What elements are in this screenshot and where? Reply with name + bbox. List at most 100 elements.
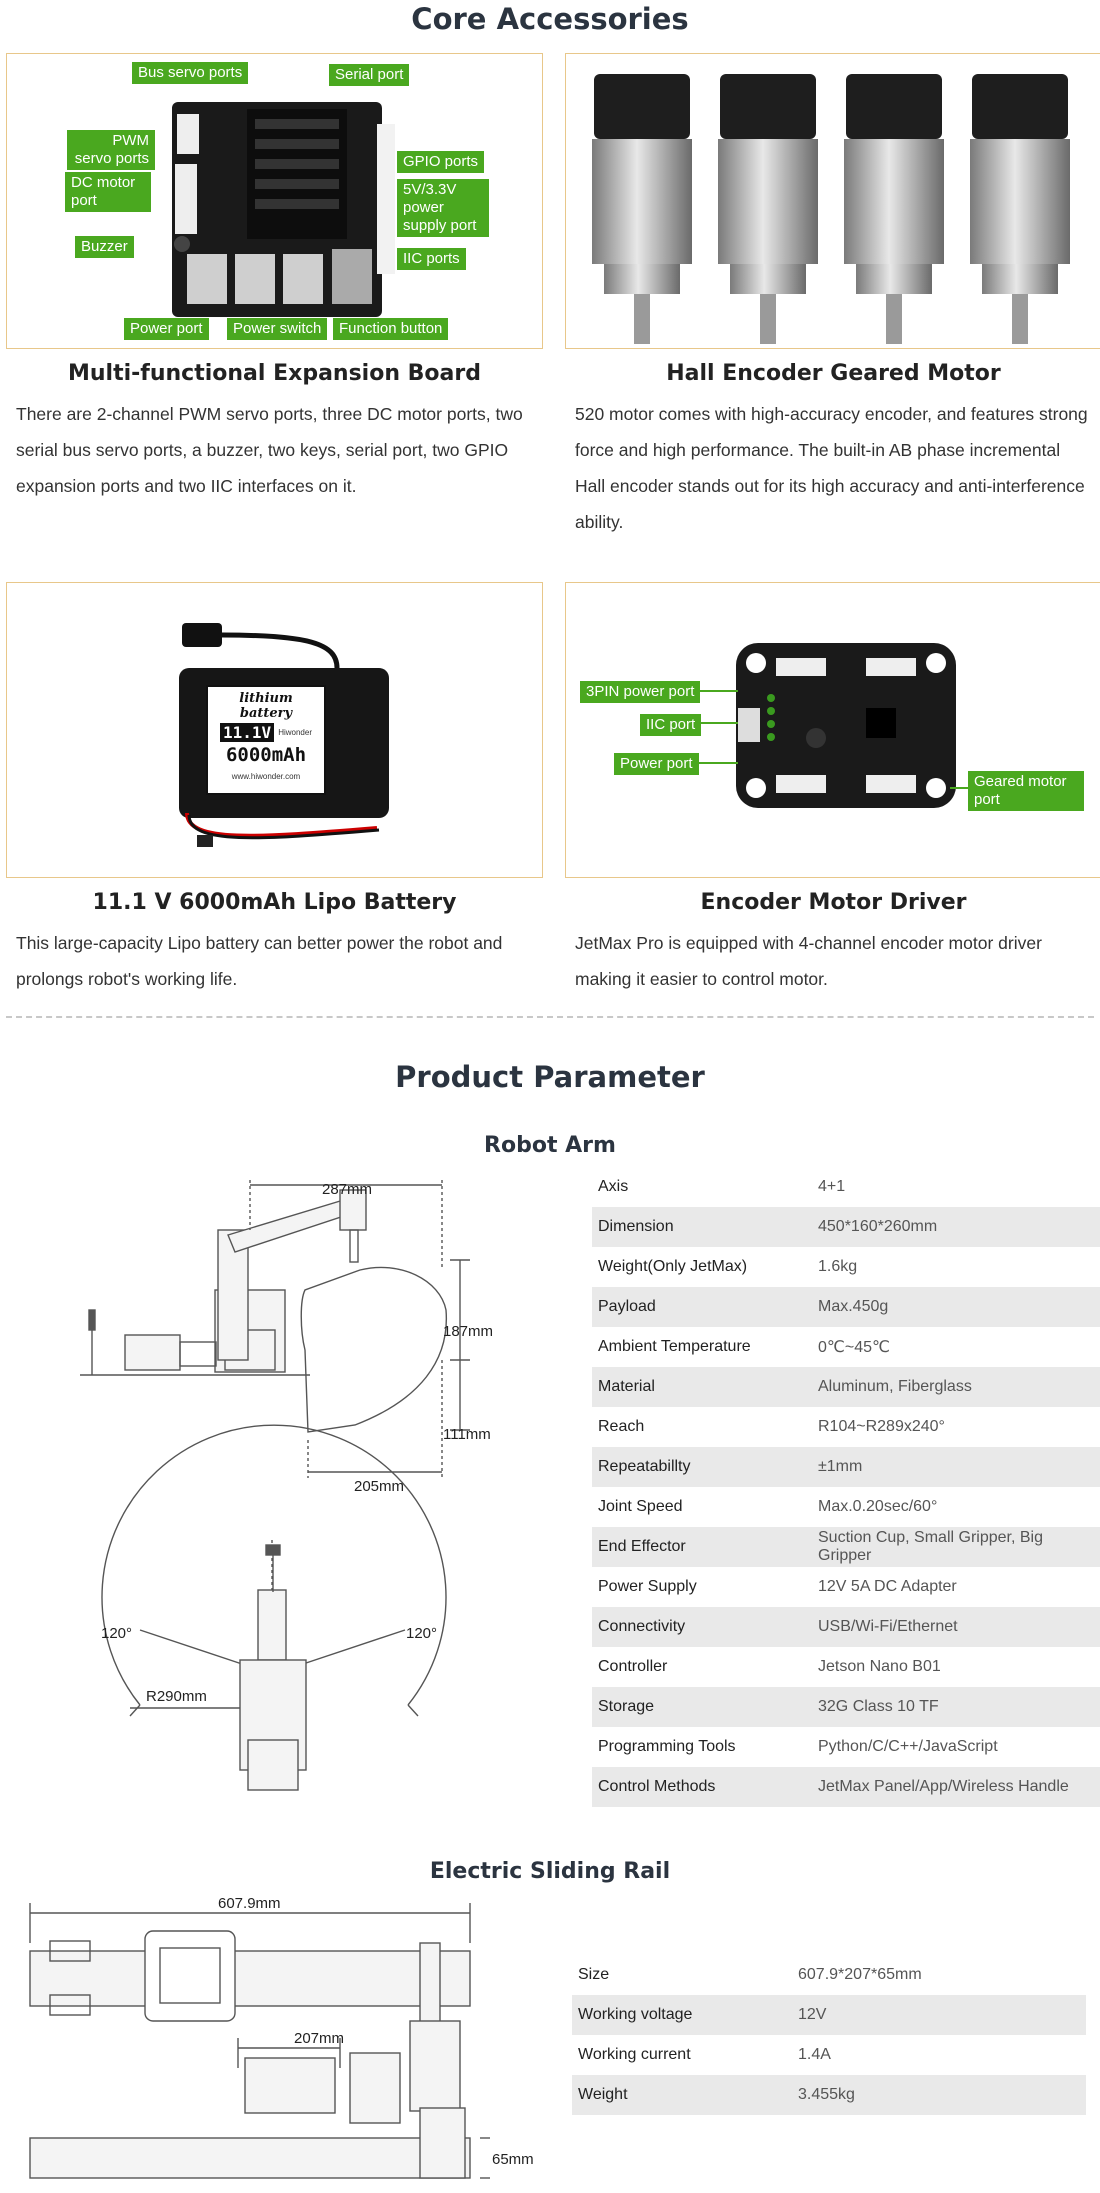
spec-key: Payload: [592, 1287, 812, 1327]
expansion-board-image: Bus servo ports Serial port PWM servo po…: [6, 53, 543, 349]
spec-key: Controller: [598, 1658, 668, 1675]
subtitle-sliding-rail: Electric Sliding Rail: [429, 1859, 671, 1884]
spec-value: Jetson Nano B01: [818, 1658, 941, 1675]
spec-key: End Effector: [592, 1527, 812, 1567]
spec-key: Ambient Temperature: [598, 1338, 751, 1355]
spec-key: Axis: [598, 1178, 629, 1195]
spec-value: 0℃~45℃: [818, 1339, 890, 1356]
card-desc-expansion-board: There are 2-channel PWM servo ports, thr…: [16, 404, 523, 496]
battery-sticker: lithium battery 11.1V Hiwonder 6000mAh w…: [206, 685, 326, 795]
spec-key: Working current: [578, 2046, 691, 2063]
spec-row: Size 607.9*207*65mm: [572, 1955, 1086, 1995]
spec-value: 4+1: [818, 1178, 846, 1195]
section-title-params: Product Parameter: [395, 1060, 705, 1094]
spec-value: Max.450g: [812, 1287, 1100, 1327]
spec-value: 450*160*260mm: [812, 1207, 1100, 1247]
spec-row: Working current 1.4A: [572, 2035, 1086, 2075]
section-divider: [6, 1016, 1094, 1018]
spec-key: Weight: [572, 2075, 792, 2115]
spec-key: Weight(Only JetMax): [598, 1258, 748, 1275]
spec-key: Working voltage: [572, 1995, 792, 2035]
dim-65: 65mm: [492, 2151, 534, 2168]
spec-key: Repeatabillty: [592, 1447, 812, 1487]
battery-image: lithium battery 11.1V Hiwonder 6000mAh w…: [6, 582, 543, 878]
card-title-hall-motor: Hall Encoder Geared Motor: [666, 361, 1001, 386]
label-pwm-servo-ports: PWM servo ports: [67, 130, 155, 170]
motor-driver-board-icon: [686, 643, 968, 808]
spec-value: ±1mm: [812, 1447, 1100, 1487]
card-desc-battery: This large-capacity Lipo battery can bet…: [16, 933, 503, 989]
spec-value: 1.6kg: [818, 1258, 858, 1275]
spec-key: Dimension: [592, 1207, 812, 1247]
radius-label: R290mm: [146, 1688, 207, 1705]
label-iic-ports: IIC ports: [397, 248, 466, 270]
label-buzzer: Buzzer: [75, 236, 134, 258]
spec-key: Storage: [592, 1687, 812, 1727]
hall-motor-image: [565, 53, 1100, 349]
dim-607: 607.9mm: [218, 1895, 281, 1912]
spec-value: JetMax Panel/App/Wireless Handle: [812, 1767, 1100, 1807]
dim-207: 207mm: [294, 2030, 344, 2047]
angle-right: 120°: [406, 1625, 437, 1642]
card-desc-hall-motor: 520 motor comes with high-accuracy encod…: [575, 404, 1088, 532]
motor-driver-image: 3PIN power port IIC port Power port Gear…: [565, 582, 1100, 878]
battery-type-label: lithium battery: [239, 691, 293, 721]
spec-value: Aluminum, Fiberglass: [812, 1367, 1100, 1407]
spec-value: 1.4A: [798, 2046, 831, 2063]
dim-111: 111mm: [443, 1426, 491, 1443]
label-power-switch: Power switch: [227, 318, 328, 340]
battery-capacity-label: 6000mAh: [225, 744, 307, 766]
robot-arm-diagram: 287mm 187mm 111mm 205mm 120° 120° R290mm: [80, 1180, 493, 1791]
label-dc-motor-port: DC motor port: [65, 172, 151, 212]
label-geared-motor-port: Geared motor port: [968, 771, 1084, 811]
battery-voltage-label: 11.1V: [220, 723, 275, 742]
spec-row: Ambient Temperature 0℃~45℃: [592, 1327, 1100, 1367]
label-iic-port: IIC port: [640, 714, 702, 736]
spec-value: USB/Wi-Fi/Ethernet: [812, 1607, 1100, 1647]
spec-key: Programming Tools: [598, 1738, 736, 1755]
spec-key: Joint Speed: [598, 1498, 683, 1515]
spec-key: Size: [578, 1966, 610, 1983]
spec-value: Suction Cup, Small Gripper, Big Gripper: [812, 1527, 1100, 1567]
dim-287: 287mm: [322, 1181, 372, 1198]
spec-key: Reach: [598, 1418, 645, 1435]
spec-value: 32G Class 10 TF: [812, 1687, 1100, 1727]
label-power-port: Power port: [124, 318, 209, 340]
expansion-board-icon: [172, 102, 395, 317]
section-title-core: Core Accessories: [411, 2, 689, 36]
subtitle-robot-arm: Robot Arm: [484, 1133, 616, 1158]
spec-key: Connectivity: [592, 1607, 812, 1647]
battery-brand-label: Hiwonder: [278, 728, 312, 737]
label-serial-port: Serial port: [329, 64, 410, 86]
spec-value: 3.455kg: [792, 2075, 1086, 2115]
spec-row: Controller Jetson Nano B01: [592, 1647, 1100, 1687]
spec-row: Axis 4+1: [592, 1167, 1100, 1207]
spec-row: Repeatabillty±1mm: [592, 1447, 1100, 1487]
spec-value: 607.9*207*65mm: [798, 1966, 922, 1983]
sliding-rail-diagram: 607.9mm 207mm 65mm: [29, 1895, 534, 2179]
battery-site-label: www.hiwonder.com: [231, 772, 301, 781]
card-title-battery: 11.1 V 6000mAh Lipo Battery: [92, 890, 457, 915]
label-bus-servo-ports: Bus servo ports: [132, 62, 249, 84]
card-title-expansion-board: Multi-functional Expansion Board: [68, 361, 481, 386]
spec-key: Control Methods: [592, 1767, 812, 1807]
spec-key: Material: [592, 1367, 812, 1407]
spec-key: Power Supply: [598, 1578, 697, 1595]
dim-205: 205mm: [354, 1478, 404, 1495]
spec-value: 12V 5A DC Adapter: [818, 1578, 957, 1595]
card-title-motor-driver: Encoder Motor Driver: [700, 890, 967, 915]
label-power-port: Power port: [614, 753, 699, 775]
spec-row: Weight(Only JetMax) 1.6kg: [592, 1247, 1100, 1287]
